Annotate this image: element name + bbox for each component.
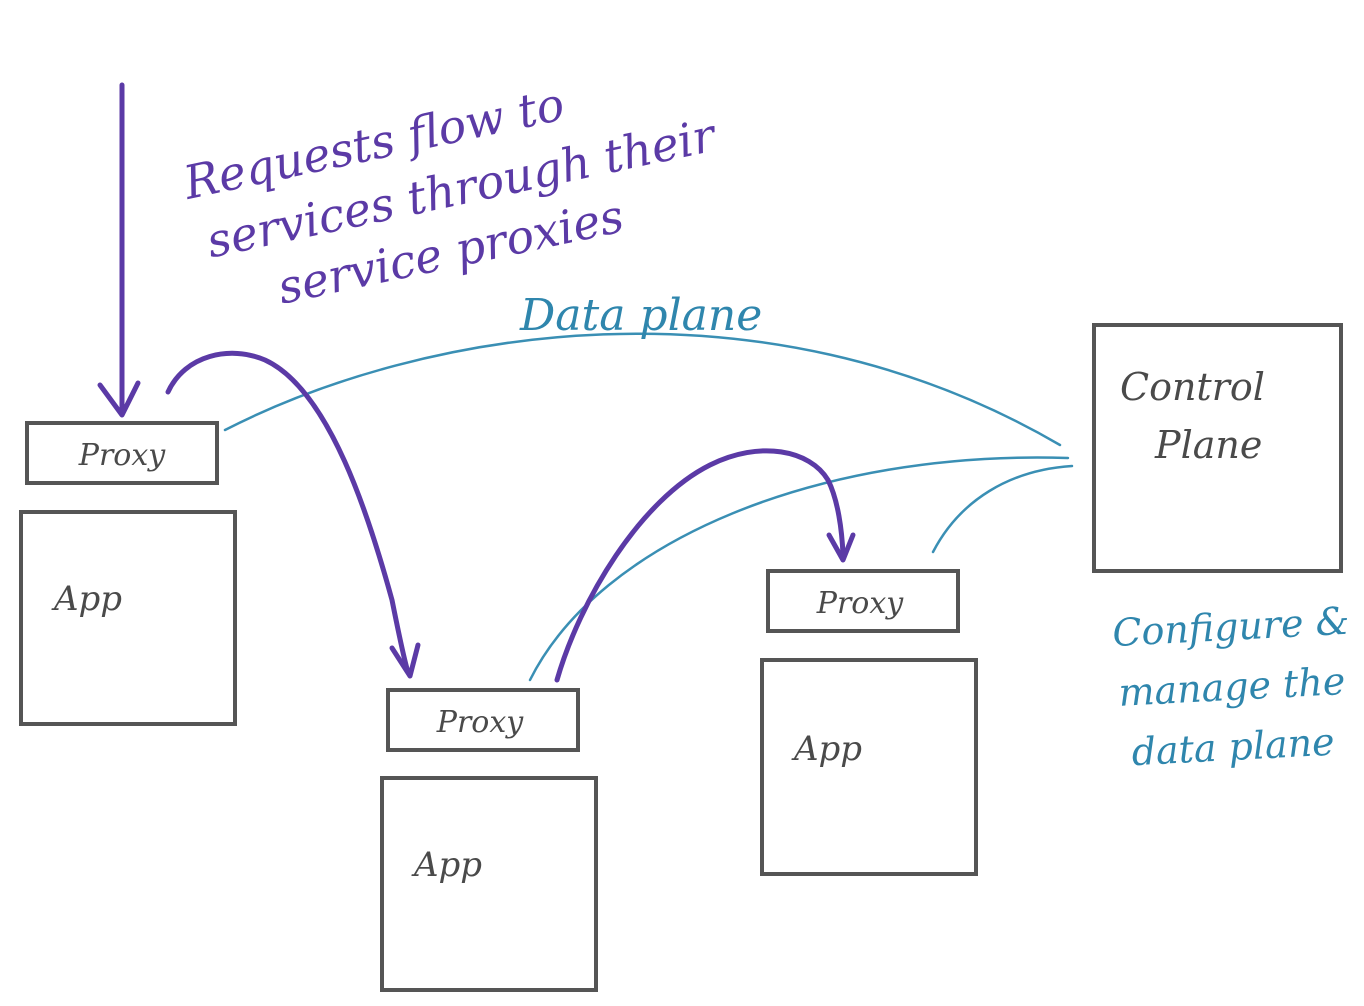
- service-3: Proxy App: [760, 569, 978, 876]
- configure-annotation-line1: Configure &: [1111, 599, 1350, 655]
- flow-arrowhead-proxy3: [826, 532, 856, 563]
- service-2: Proxy App: [380, 688, 598, 992]
- service-1: Proxy App: [19, 421, 237, 726]
- data-plane-line-proxy1: [223, 332, 1062, 447]
- proxy-box: [25, 421, 219, 485]
- data-plane-label: Data plane: [519, 290, 762, 341]
- app-box: [380, 776, 598, 992]
- control-plane: Control Plane: [1092, 323, 1343, 573]
- proxy-box: [766, 569, 960, 633]
- proxy-label: Proxy: [436, 705, 525, 740]
- proxy-label: Proxy: [78, 438, 167, 473]
- control-plane-box: [1092, 323, 1343, 573]
- app-box: [19, 510, 237, 726]
- configure-annotation: Configure & manage the data plane: [1111, 599, 1350, 775]
- app-label: App: [791, 729, 862, 769]
- configure-annotation-line3: data plane: [1130, 720, 1335, 775]
- proxy-box: [386, 688, 580, 752]
- configure-annotation-line2: manage the: [1117, 659, 1346, 715]
- control-plane-label-line2: Plane: [1154, 423, 1262, 467]
- control-plane-label-line1: Control: [1120, 365, 1265, 409]
- requests-annotation: Requests flow to services through their …: [178, 77, 722, 315]
- proxy-label: Proxy: [816, 586, 905, 621]
- app-label: App: [411, 845, 482, 885]
- incoming-request-arrowhead: [97, 380, 141, 418]
- app-label: App: [51, 579, 122, 619]
- flow-arrow-proxy2-to-proxy3: [554, 448, 846, 683]
- flow-arrow-proxy1-to-proxy2: [165, 350, 411, 675]
- data-plane-line-proxy3: [931, 464, 1074, 554]
- data-plane-line-proxy2: [528, 456, 1070, 682]
- app-box: [760, 658, 978, 876]
- flow-arrowhead-proxy2: [389, 642, 421, 679]
